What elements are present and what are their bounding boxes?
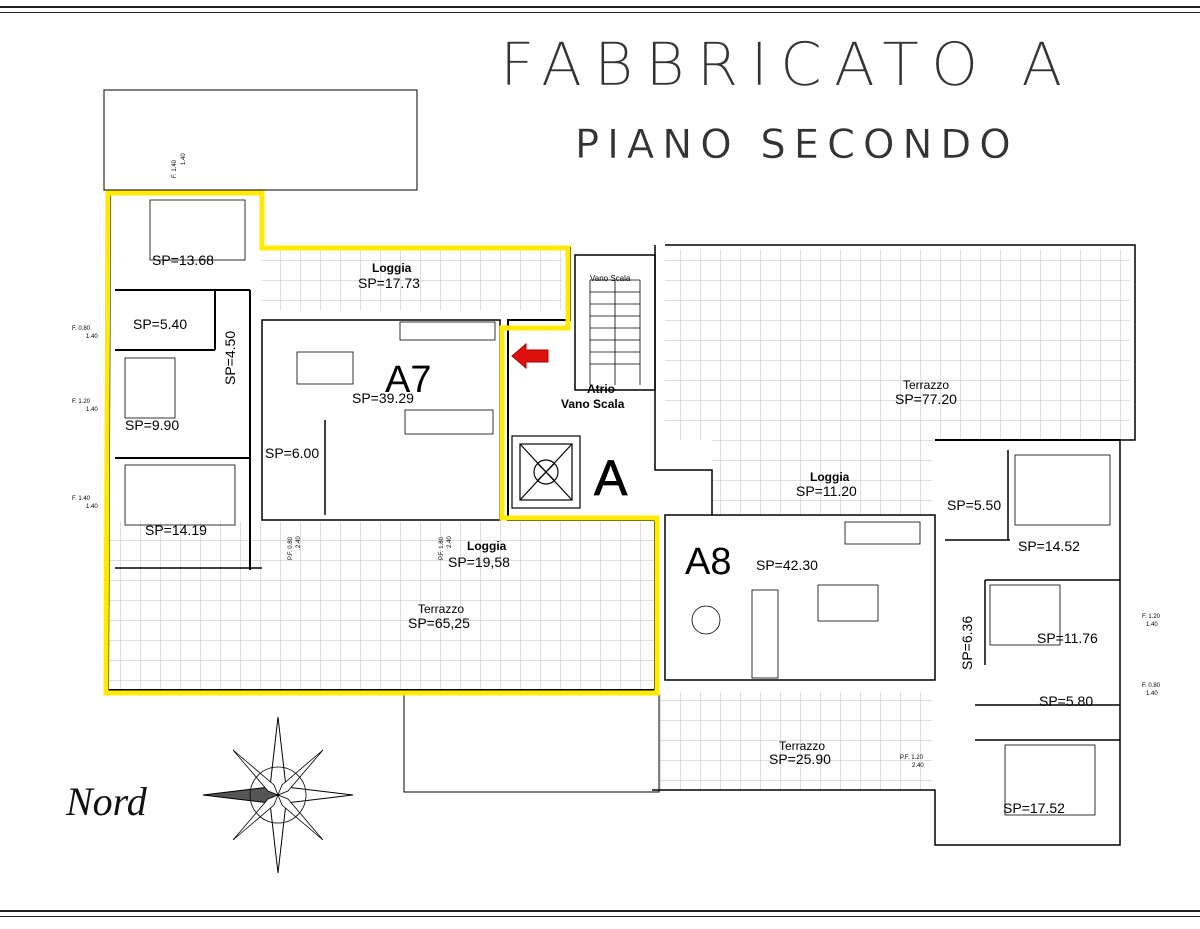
- a7-terrace-area: SP=65,25: [408, 615, 470, 631]
- a8-outline: [652, 244, 1136, 846]
- a7-hall-area: SP=4.50: [222, 331, 238, 385]
- a7-bed-2: [124, 357, 176, 419]
- north-compass-icon: [202, 716, 354, 874]
- entrance-arrow-icon: [511, 342, 549, 370]
- window-tag-f080-b: 1.40: [86, 334, 98, 340]
- a8-bath-1-area: SP=5.50: [947, 497, 1001, 513]
- window-tag-right-f120-b: 1.40: [1146, 622, 1158, 628]
- a7-bedroom-3-area: SP=14.19: [145, 522, 207, 538]
- a7-loggia-top-area: SP=17.73: [358, 275, 420, 291]
- window-tag-pf180-a: P.F. 1.80: [439, 536, 445, 560]
- a8-main-area: SP=42.30: [756, 557, 818, 573]
- a7-dining-table: [296, 351, 354, 385]
- a7-main-area: SP=39.29: [352, 390, 414, 406]
- a7-bed-1: [149, 199, 246, 261]
- a8-bed-2: [989, 584, 1061, 646]
- a8-bed-1: [1014, 454, 1111, 526]
- a7-sofa: [404, 409, 494, 435]
- a8-kitchen-counter: [844, 521, 921, 545]
- a8-terrace-big-floor: [665, 250, 1130, 440]
- window-tag-pf120-a: P.F. 1.20: [900, 755, 924, 761]
- north-balcony-outline: [103, 89, 418, 191]
- a7-kitchen-counter: [399, 321, 496, 341]
- a8-terrace-big-name: Terrazzo: [903, 378, 949, 392]
- a7-bedroom-2-area: SP=9.90: [125, 417, 179, 433]
- window-tag-right-f080-b: 1.40: [1146, 691, 1158, 697]
- a8-unit-name: A8: [685, 541, 731, 583]
- a8-dining-table: [817, 584, 879, 622]
- furniture: [124, 199, 1111, 816]
- window-tag-pf120-b: 2.40: [912, 763, 924, 769]
- a8-terrace-bottom-area: SP=25.90: [769, 751, 831, 767]
- a7-highlight-outline: [103, 190, 660, 696]
- walls: [103, 89, 1136, 846]
- a7-bath-2-area: SP=6.00: [265, 445, 319, 461]
- a7-loggia-bottom-area: SP=19,58: [448, 554, 510, 570]
- a7-inner-wall: [261, 319, 501, 521]
- a8-terrace-bottom-name: Terrazzo: [779, 739, 825, 753]
- window-tag-f140-b: 1.40: [86, 504, 98, 510]
- window-tag-pf080-b: 2.40: [296, 536, 302, 548]
- building-title: FABBRICATO A: [500, 30, 1075, 100]
- window-tag-right-f120-a: F. 1.20: [1142, 614, 1161, 620]
- a8-terrace-bottom-floor: [660, 692, 932, 790]
- window-tag-right-f080-a: F. 0.80: [1142, 683, 1161, 689]
- window-tag-top-a: F. 1.40: [172, 159, 178, 178]
- frame-top-line-1: [0, 6, 1200, 8]
- a8-bedroom-3-area: SP=17.52: [1003, 800, 1065, 816]
- a7-loggia-top-floor: [262, 250, 562, 310]
- a8-bath-2-area: SP=5.80: [1039, 693, 1093, 709]
- window-tags: F. 1.40 1.40 F. 0.80 1.40 F. 1.20 1.40 F…: [72, 153, 1161, 769]
- a8-hall-area: SP=6.36: [959, 616, 975, 670]
- window-tag-pf080-a: P.F. 0.80: [288, 536, 294, 560]
- a8-sofa: [751, 589, 779, 679]
- a8-loggia-floor: [712, 440, 932, 515]
- tile-fields: [108, 250, 1130, 790]
- stairs: [589, 279, 641, 385]
- a8-bed-3: [1004, 744, 1096, 816]
- window-tag-f140-a: F. 1.40: [72, 496, 91, 502]
- frame-top-line-2: [0, 12, 1200, 13]
- stair-landing: [654, 245, 713, 515]
- floor-subtitle: PIANO SECONDO: [575, 122, 1019, 168]
- elevator: [511, 435, 581, 509]
- a8-inner-wall: [664, 514, 936, 681]
- window-tag-f120-b: 1.40: [86, 407, 98, 413]
- window-tag-f080-a: F. 0.80: [72, 326, 91, 332]
- a7-unit-name: A7: [385, 359, 431, 401]
- frame-bottom-line-2: [0, 916, 1200, 917]
- a7-loggia-bottom-name: Loggia: [467, 539, 507, 553]
- lift-letter: A: [594, 450, 628, 506]
- a7-terrace-floor: [108, 522, 656, 692]
- a7-terrace-name: Terrazzo: [418, 602, 464, 616]
- a7-bath-1-area: SP=5.40: [133, 316, 187, 332]
- window-tag-top-b: 1.40: [181, 153, 187, 165]
- window-tag-f120-a: F. 1.20: [72, 399, 91, 405]
- stair-label: Vano Scala: [590, 274, 631, 283]
- a8-bedroom-1-area: SP=14.52: [1018, 538, 1080, 554]
- atrio-label-1: Atrio: [587, 382, 615, 396]
- north-label: Nord: [65, 779, 148, 824]
- a8-terrace-big-area: SP=77.20: [895, 391, 957, 407]
- atrio-label-2: Vano Scala: [561, 397, 625, 411]
- a7-bedroom-1-area: SP=13.68: [152, 252, 214, 268]
- a7-bed-3: [124, 464, 236, 526]
- a8-loggia-area: SP=11.20: [796, 483, 857, 499]
- frame-bottom-line-1: [0, 910, 1200, 912]
- a7-loggia-top-name: Loggia: [372, 261, 412, 275]
- a8-loggia-name: Loggia: [810, 470, 850, 484]
- a8-round-table: [691, 605, 721, 635]
- room-labels: SP=13.68 Loggia SP=17.73 SP=5.40 SP=4.50…: [125, 252, 1098, 816]
- a8-bedroom-2-area: SP=11.76: [1037, 630, 1098, 646]
- lower-balcony-outline: [403, 689, 660, 793]
- window-tag-pf180-b: 2.40: [447, 536, 453, 548]
